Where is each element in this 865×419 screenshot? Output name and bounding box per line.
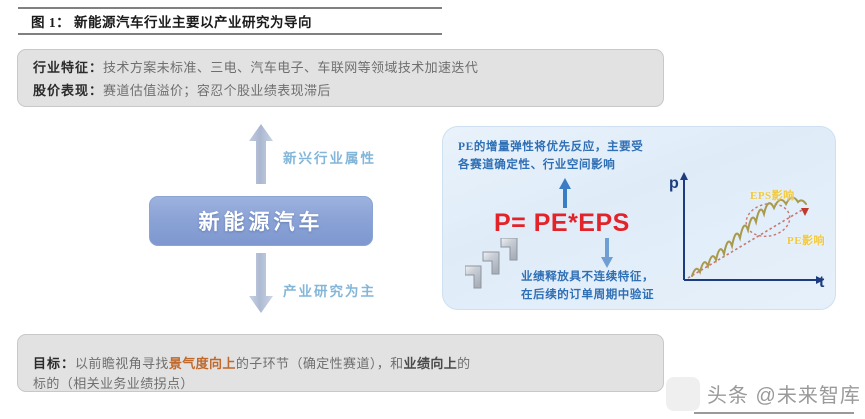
watermark-text: 头条 @未来智库 [707, 385, 861, 407]
objective-line-1: 目标：以前瞻视角寻找景气度向上的子环节（确定性赛道），和业绩向上的 [33, 353, 471, 372]
chart-axes [680, 172, 824, 284]
price-time-mini-chart [680, 172, 824, 284]
chart-series-label-eps: EPS影响 [750, 190, 795, 202]
chart-x-axis-label: t [819, 274, 825, 291]
industry-characteristics-line: 行业特征：技术方案未标准、三电、汽车电子、车联网等领域技术加速迭代 [33, 57, 478, 76]
chevron-arrows-icon [465, 238, 518, 289]
pe-elasticity-line-2: 各赛道确定性、行业空间影响 [458, 159, 616, 171]
objective-line-2: 标的（相关业务业绩拐点） [33, 376, 194, 391]
objective-box [17, 334, 664, 392]
bottom-rule [694, 412, 854, 414]
page-title: 图 1： 新能源汽车行业主要以产业研究为导向 [31, 15, 312, 30]
objective-key: 目标： [33, 356, 76, 371]
stock-performance-key: 股价表现： [33, 83, 104, 98]
new-energy-vehicle-node[interactable]: 新能源汽车 [149, 196, 373, 246]
pe-elasticity-line-1: PE的增量弹性将优先反应，主要受 [458, 141, 644, 153]
industry-characteristics-value: 技术方案未标准、三电、汽车电子、车联网等领域技术加速迭代 [103, 60, 479, 75]
price-formula: P= PE*EPS [494, 209, 630, 237]
objective-text-c: 的 [457, 356, 471, 371]
up-arrow-label: 新兴行业属性 [283, 151, 376, 166]
chart-series-label-pe: PE影响 [787, 235, 826, 247]
earnings-release-line-2: 在后续的订单周期中验证 [521, 289, 655, 301]
down-arrow-label: 产业研究为主 [283, 284, 376, 299]
stock-performance-value: 赛道估值溢价；容忍个股业绩表现滞后 [103, 83, 331, 98]
objective-highlight-earnings: 业绩向上 [403, 356, 458, 371]
formula-down-arrow-icon [601, 238, 613, 268]
chart-series-eps [691, 196, 807, 277]
industry-characteristics-box [17, 49, 664, 107]
title-rule-top [18, 7, 442, 9]
chart-series-pe [687, 202, 809, 279]
down-arrow-icon [249, 253, 273, 313]
watermark-badge [666, 377, 700, 411]
earnings-release-line-1: 业绩释放具不连续特征， [521, 271, 655, 283]
new-energy-vehicle-label: 新能源汽车 [198, 210, 324, 234]
formula-up-arrow-icon [559, 178, 571, 208]
stock-performance-line: 股价表现：赛道估值溢价；容忍个股业绩表现滞后 [33, 80, 331, 99]
objective-text-b: 的子环节（确定性赛道），和 [235, 356, 404, 371]
title-rule-bottom [18, 33, 442, 35]
objective-highlight-prosperity: 景气度向上 [168, 356, 236, 371]
chart-y-axis-label: p [669, 175, 679, 192]
up-arrow-icon [249, 124, 273, 184]
industry-characteristics-key: 行业特征： [33, 60, 104, 75]
objective-text-a: 以前瞻视角寻找 [75, 356, 169, 371]
